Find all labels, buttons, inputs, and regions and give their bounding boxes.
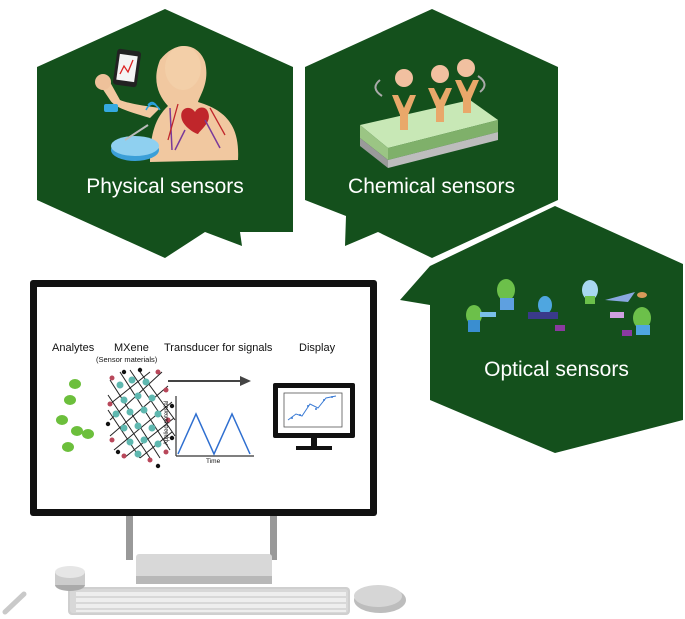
monitor [30, 280, 377, 584]
optical-sensors-illustration [466, 279, 651, 336]
chemical-sensors-label: Chemical sensors [348, 175, 515, 198]
mini-display [273, 383, 355, 450]
chemical-sensors-illustration [360, 59, 498, 168]
y-axis-label: Applied potential [164, 400, 171, 446]
analytes-label: Analytes [52, 342, 95, 354]
physical-sensors-label: Physical sensors [86, 175, 244, 198]
potential-time-plot [175, 396, 254, 457]
stylus-pen [2, 591, 27, 615]
display-label: Display [299, 342, 336, 354]
mouse [354, 585, 406, 613]
optical-sensors-label: Optical sensors [484, 358, 629, 381]
surface-dial [55, 566, 85, 591]
mxene-lattice [105, 367, 176, 469]
x-axis-label: Time [206, 458, 221, 465]
mxene-sublabel: (Sensor materials) [96, 355, 158, 364]
mxene-label: MXene [114, 342, 149, 354]
signal-arrow [168, 376, 251, 386]
transducer-label: Transducer for signals [164, 342, 273, 354]
optical-sensors-panel [400, 206, 683, 453]
keyboard [68, 587, 350, 615]
physical-sensors-illustration [95, 45, 239, 162]
analyte-dots [56, 379, 94, 452]
